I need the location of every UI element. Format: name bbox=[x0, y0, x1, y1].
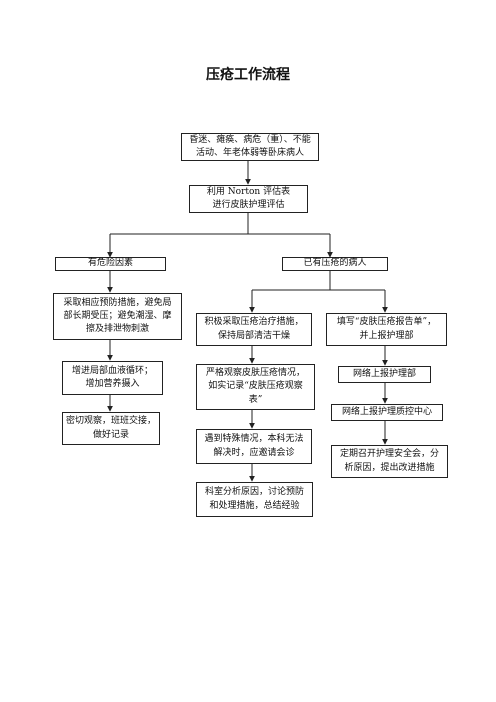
node-special: 遇到特殊情况，本科无法 解决时，应邀请会诊 bbox=[196, 429, 312, 464]
node-norton: 利用 Norton 评估表 进行皮肤护理评估 bbox=[189, 185, 308, 213]
node-circulation: 增进局部血液循环； 增加营养摄入 bbox=[62, 361, 163, 395]
node-online-nursing: 网络上报护理部 bbox=[338, 366, 431, 383]
page-title: 压疮工作流程 bbox=[206, 67, 290, 83]
node-report-form: 填写“皮肤压疮报告单”， 并上报护理部 bbox=[326, 313, 447, 346]
node-dept-analysis: 科室分析原因，讨论预防 和处理措施，总结经验 bbox=[196, 482, 313, 517]
node-observe-handover: 密切观察，班班交接， 做好记录 bbox=[62, 412, 160, 445]
node-safety-meeting: 定期召开护理安全会，分 析原因，提出改进措施 bbox=[331, 445, 448, 478]
node-start: 昏迷、瘫痪、病危（重）、不能 活动、年老体弱等卧床病人 bbox=[181, 133, 319, 161]
node-risk: 有危险因素 bbox=[55, 257, 166, 271]
node-observe-record: 严格观察皮肤压疮情况， 如实记录“皮肤压疮观察 表” bbox=[196, 364, 315, 410]
node-existing: 已有压疮的病人 bbox=[282, 257, 388, 271]
node-online-quality: 网络上报护理质控中心 bbox=[331, 404, 443, 421]
node-treat: 积极采取压疮治疗措施， 保持局部清洁干燥 bbox=[196, 313, 312, 346]
node-prevent: 采取相应预防措施，避免局 部长期受压；避免潮湿、摩 擦及排泄物刺激 bbox=[53, 293, 182, 340]
